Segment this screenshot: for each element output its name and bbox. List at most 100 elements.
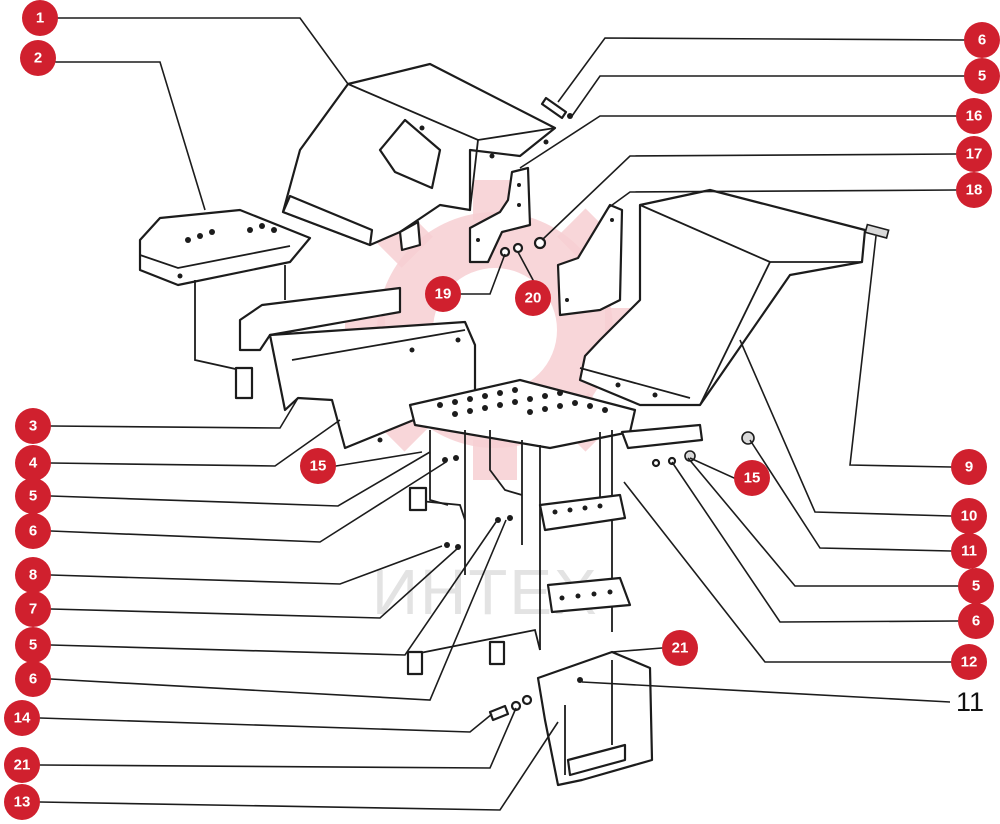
callout-label-c8: 8	[29, 567, 37, 584]
callout-c8: 8	[15, 557, 51, 593]
callout-label-c2: 2	[34, 50, 42, 67]
callout-circle	[956, 172, 992, 208]
leader-line-c2	[37, 57, 206, 211]
callout-circle	[15, 478, 51, 514]
callout-c6a: 6	[15, 513, 51, 549]
callout-circle	[15, 627, 51, 663]
callout-circle	[4, 700, 40, 736]
callout-label-c7: 7	[29, 601, 37, 618]
callout-circle	[734, 460, 770, 496]
callout-c3: 3	[15, 408, 51, 444]
callout-circle	[300, 448, 336, 484]
callout-label-c6a: 6	[29, 523, 37, 540]
callout-c4: 4	[15, 445, 51, 481]
callout-circle	[958, 568, 994, 604]
callout-c14: 14	[4, 700, 40, 736]
callout-label-c6c: 6	[978, 32, 986, 49]
part-central-frame	[406, 378, 637, 676]
callout-label-c21b: 21	[672, 640, 689, 657]
callout-circle	[22, 0, 58, 36]
callout-label-c5b: 5	[29, 637, 37, 654]
callout-circle	[15, 445, 51, 481]
callout-label-c10: 10	[961, 508, 978, 525]
callout-circle	[15, 591, 51, 627]
callout-c13: 13	[4, 784, 40, 820]
callout-circle	[15, 513, 51, 549]
part-bottom-step-13	[536, 650, 654, 787]
callout-label-c13: 13	[14, 794, 31, 811]
callout-circle	[15, 557, 51, 593]
leader-line-c21a	[22, 707, 517, 769]
callout-label-c17: 17	[966, 146, 983, 163]
callout-c5b: 5	[15, 627, 51, 663]
leader-line-c6d	[671, 461, 976, 623]
callout-c6b: 6	[15, 661, 51, 697]
callout-circle	[951, 449, 987, 485]
callout-label-c4: 4	[29, 455, 38, 472]
callout-label-c6b: 6	[29, 671, 37, 688]
callout-circle	[964, 58, 1000, 94]
leader-line-c3	[33, 397, 299, 429]
callout-c5d: 5	[958, 568, 994, 604]
callout-label-c15a: 15	[310, 458, 327, 475]
callout-label-c9: 9	[965, 459, 973, 476]
callout-c5c: 5	[964, 58, 1000, 94]
part-bracket-16	[468, 166, 532, 264]
callout-circle	[958, 603, 994, 639]
callout-c5a: 5	[15, 478, 51, 514]
leader-line-c6c	[557, 37, 982, 103]
callout-label-c3: 3	[29, 418, 37, 435]
callout-label-c5a: 5	[29, 488, 37, 505]
callout-c15a: 15	[300, 448, 336, 484]
perforation-pattern	[437, 387, 608, 417]
callout-label-c16: 16	[966, 108, 983, 125]
callout-c12: 12	[951, 644, 987, 680]
callout-circle	[951, 498, 987, 534]
callout-c19: 19	[425, 276, 461, 312]
callout-label-c18: 18	[966, 182, 983, 199]
callout-label-c21a: 21	[14, 757, 31, 774]
callout-c7: 7	[15, 591, 51, 627]
callout-c1: 1	[22, 0, 58, 36]
callout-circle	[956, 136, 992, 172]
callout-c20: 20	[515, 280, 551, 316]
callout-circle	[964, 22, 1000, 58]
part-step-left-2	[138, 208, 312, 400]
part-bolt-top	[540, 96, 573, 120]
part-left-lower-panel	[238, 286, 477, 450]
callout-label-c11b: 11	[956, 687, 984, 717]
callout-circle	[956, 98, 992, 134]
callout-label-c11a: 11	[961, 543, 977, 560]
callout-label-c6d: 6	[972, 613, 980, 630]
callout-circle	[662, 630, 698, 666]
part-right-upper-cover	[578, 188, 867, 407]
callout-c9: 9	[951, 449, 987, 485]
callout-circle	[951, 533, 987, 569]
callout-circle	[20, 40, 56, 76]
callout-circle	[515, 280, 551, 316]
callout-c17: 17	[956, 136, 992, 172]
part-hardware-bottom	[488, 694, 533, 722]
callout-c6c: 6	[964, 22, 1000, 58]
callout-label-c5d: 5	[972, 578, 980, 595]
callout-circle	[425, 276, 461, 312]
part-strip-12	[620, 423, 704, 450]
callout-c2: 2	[20, 40, 56, 76]
leader-line-c14	[22, 713, 493, 733]
callout-circle	[4, 747, 40, 783]
part-left-upper-cover	[281, 62, 557, 252]
leader-line-c1	[40, 17, 349, 85]
callout-label-c19: 19	[435, 286, 452, 303]
leader-line-c16	[519, 115, 974, 169]
callout-label-c20: 20	[525, 290, 542, 307]
leader-line-c9	[849, 235, 969, 468]
callout-c6d: 6	[958, 603, 994, 639]
callout-circle	[951, 644, 987, 680]
callout-circle	[4, 784, 40, 820]
callout-c10: 10	[951, 498, 987, 534]
callout-c18: 18	[956, 172, 992, 208]
callout-circle	[15, 408, 51, 444]
leader-line-c11a	[749, 439, 969, 552]
callout-label-c14: 14	[14, 710, 31, 727]
